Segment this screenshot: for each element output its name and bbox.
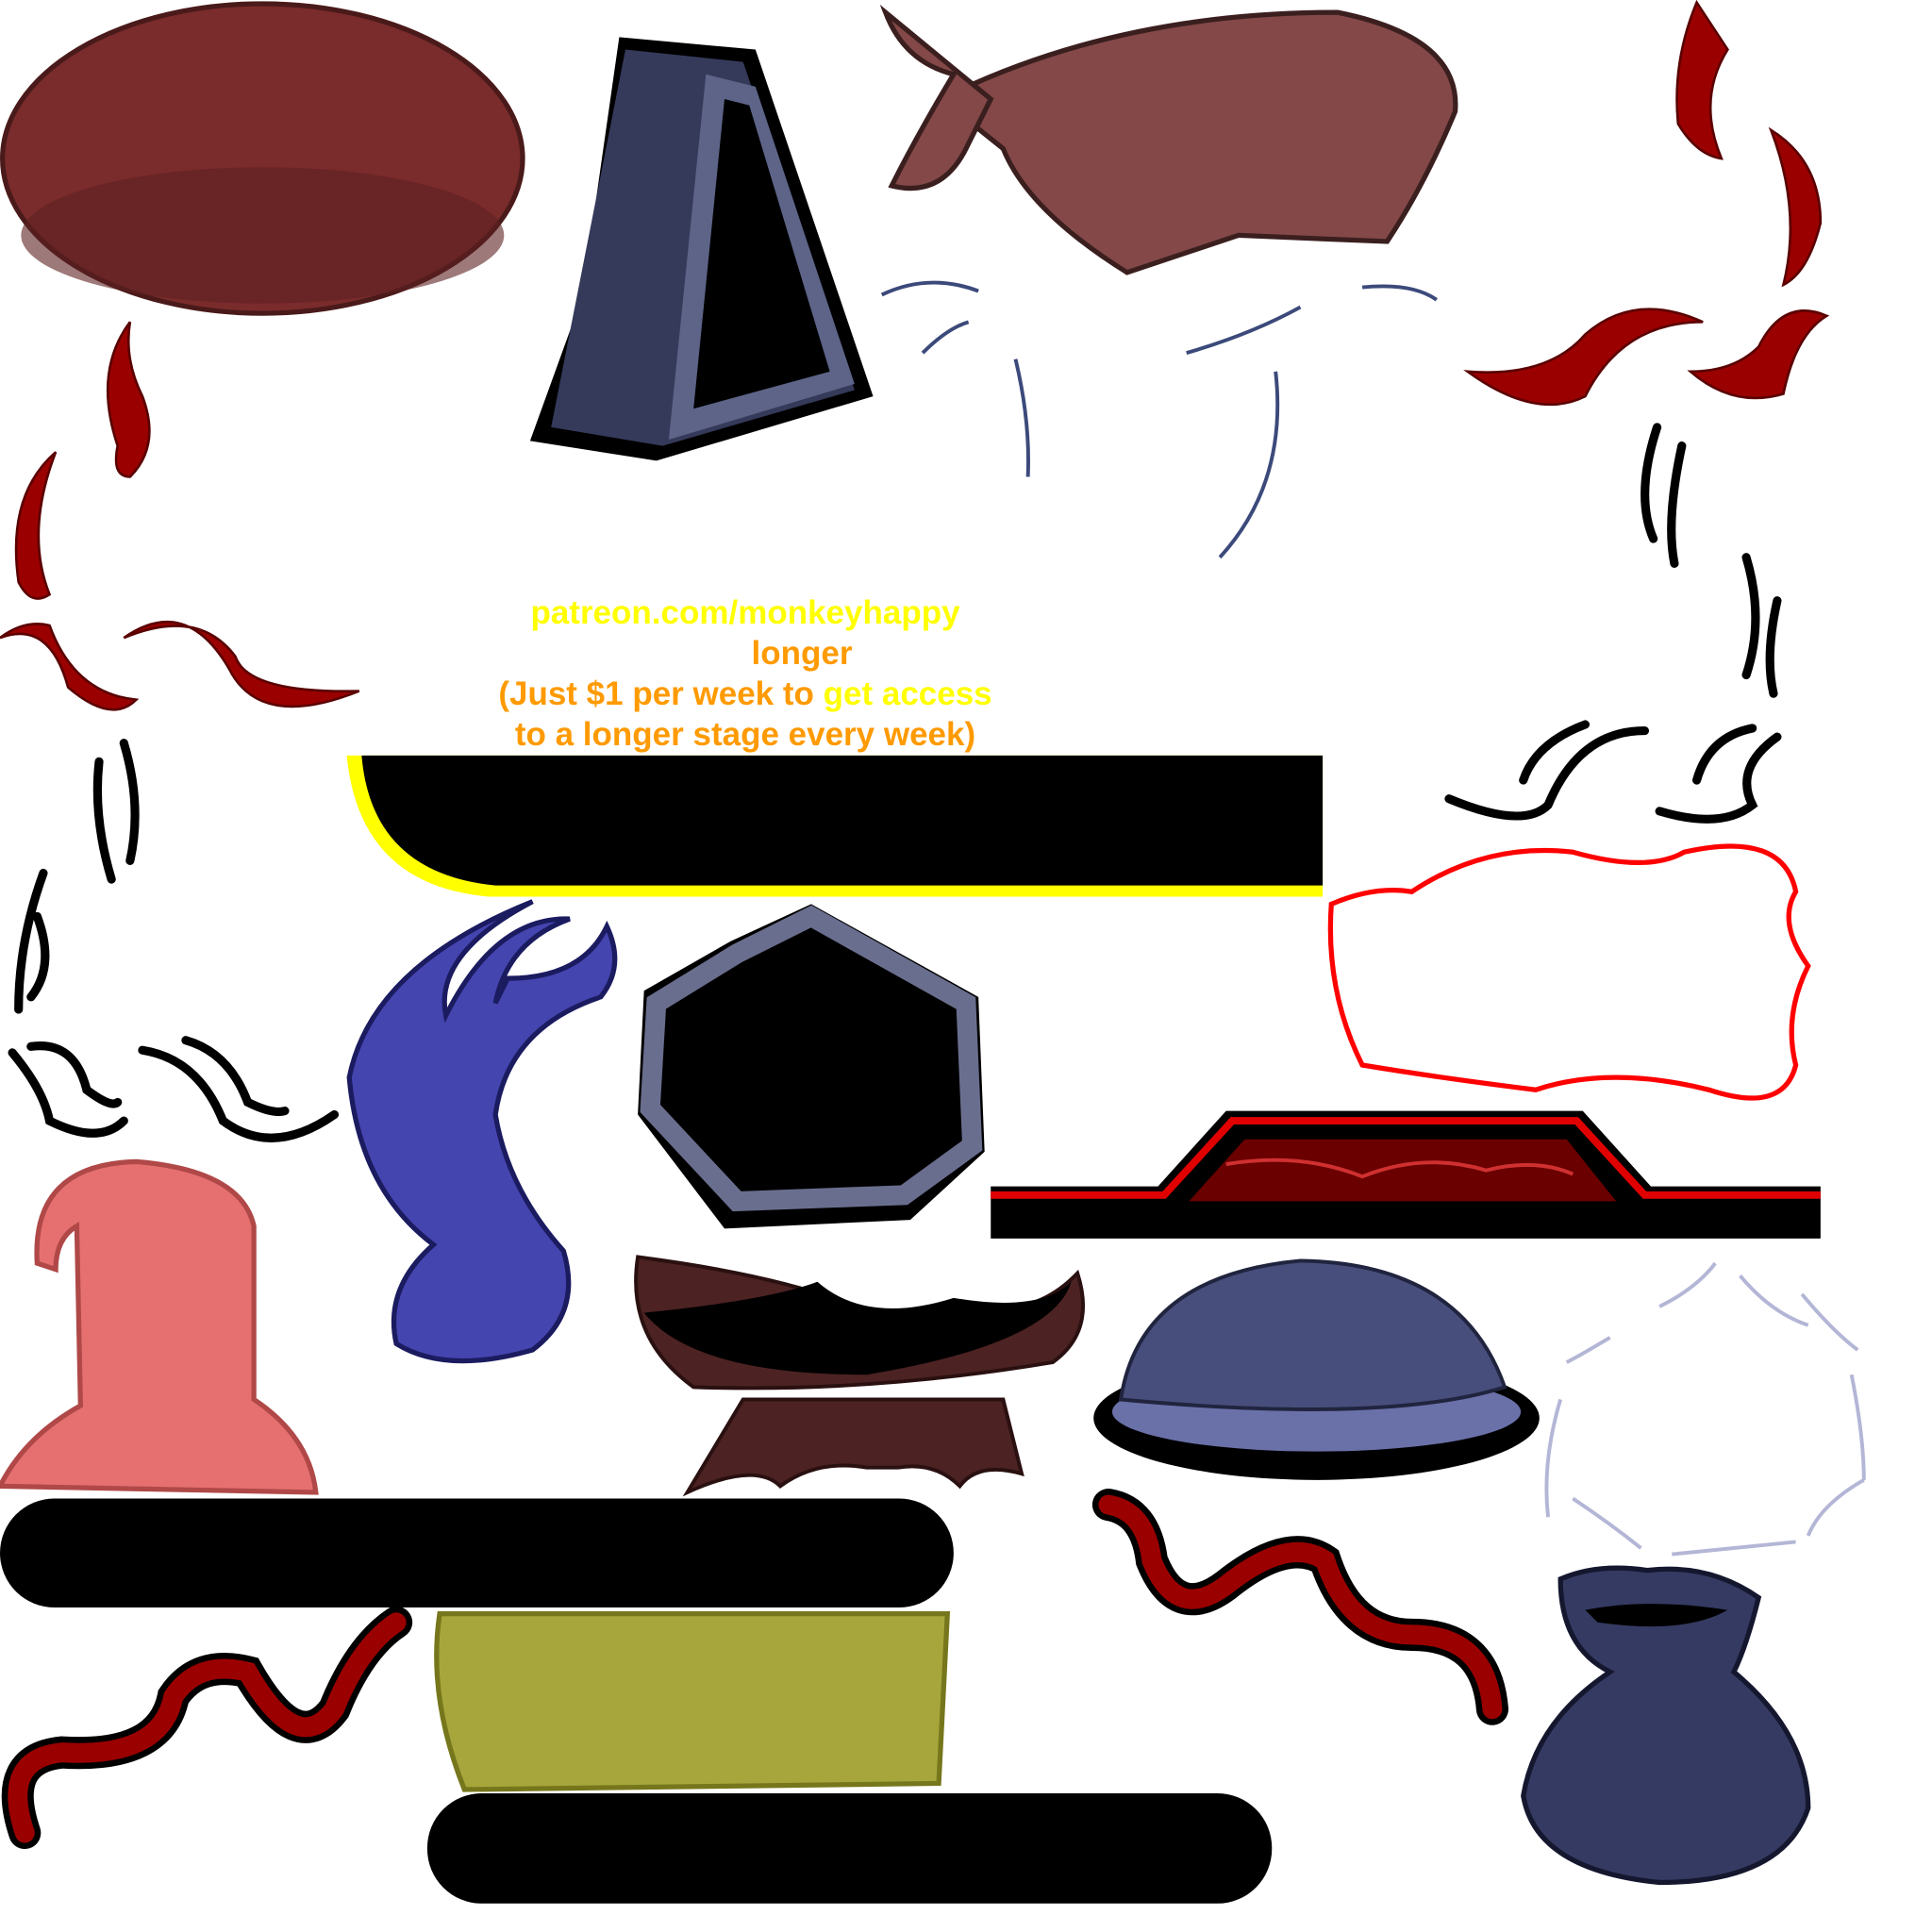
red-ornate-bar-sprite <box>991 1110 1821 1239</box>
red-outline-cloud-sprite <box>1327 843 1811 1101</box>
promo-stage-line: to a longer stage every week) <box>514 716 976 753</box>
black-rounded-bar-sprite <box>426 1792 1273 1904</box>
bandana-sprite <box>879 4 1458 559</box>
blue-horn-sprite <box>346 899 618 1364</box>
navy-sack-sprite <box>1521 1565 1811 1886</box>
red-flame-sprites <box>0 0 1830 711</box>
dark-tower-sprite <box>529 37 874 461</box>
red-ribbon-sprites <box>1 1489 1509 1850</box>
lavender-outline-sprite <box>1544 1261 1866 1557</box>
black-squiggle-sprites <box>8 423 1782 1142</box>
patreon-link[interactable]: patreon.com/monkeyhappy <box>530 594 960 631</box>
patreon-promo-text: patreon.com/monkeyhappy longer (Just $1 … <box>415 592 1075 755</box>
pink-sack-sprite <box>0 1158 319 1495</box>
black-rounded-bar-sprite <box>0 1498 954 1608</box>
promo-longer: longer <box>751 635 853 672</box>
olive-panel-sprite <box>434 1610 951 1792</box>
promo-access-text: get access <box>823 675 992 712</box>
blue-dome-hat-sprite <box>1093 1258 1540 1480</box>
grey-frame-sprite <box>638 904 985 1229</box>
black-stage-bar-sprite <box>346 755 1324 897</box>
bat-wing-sprite <box>634 1255 1085 1497</box>
promo-price-text: (Just $1 per week to <box>498 675 824 712</box>
promo-price-line: (Just $1 per week to get access <box>415 674 1075 714</box>
